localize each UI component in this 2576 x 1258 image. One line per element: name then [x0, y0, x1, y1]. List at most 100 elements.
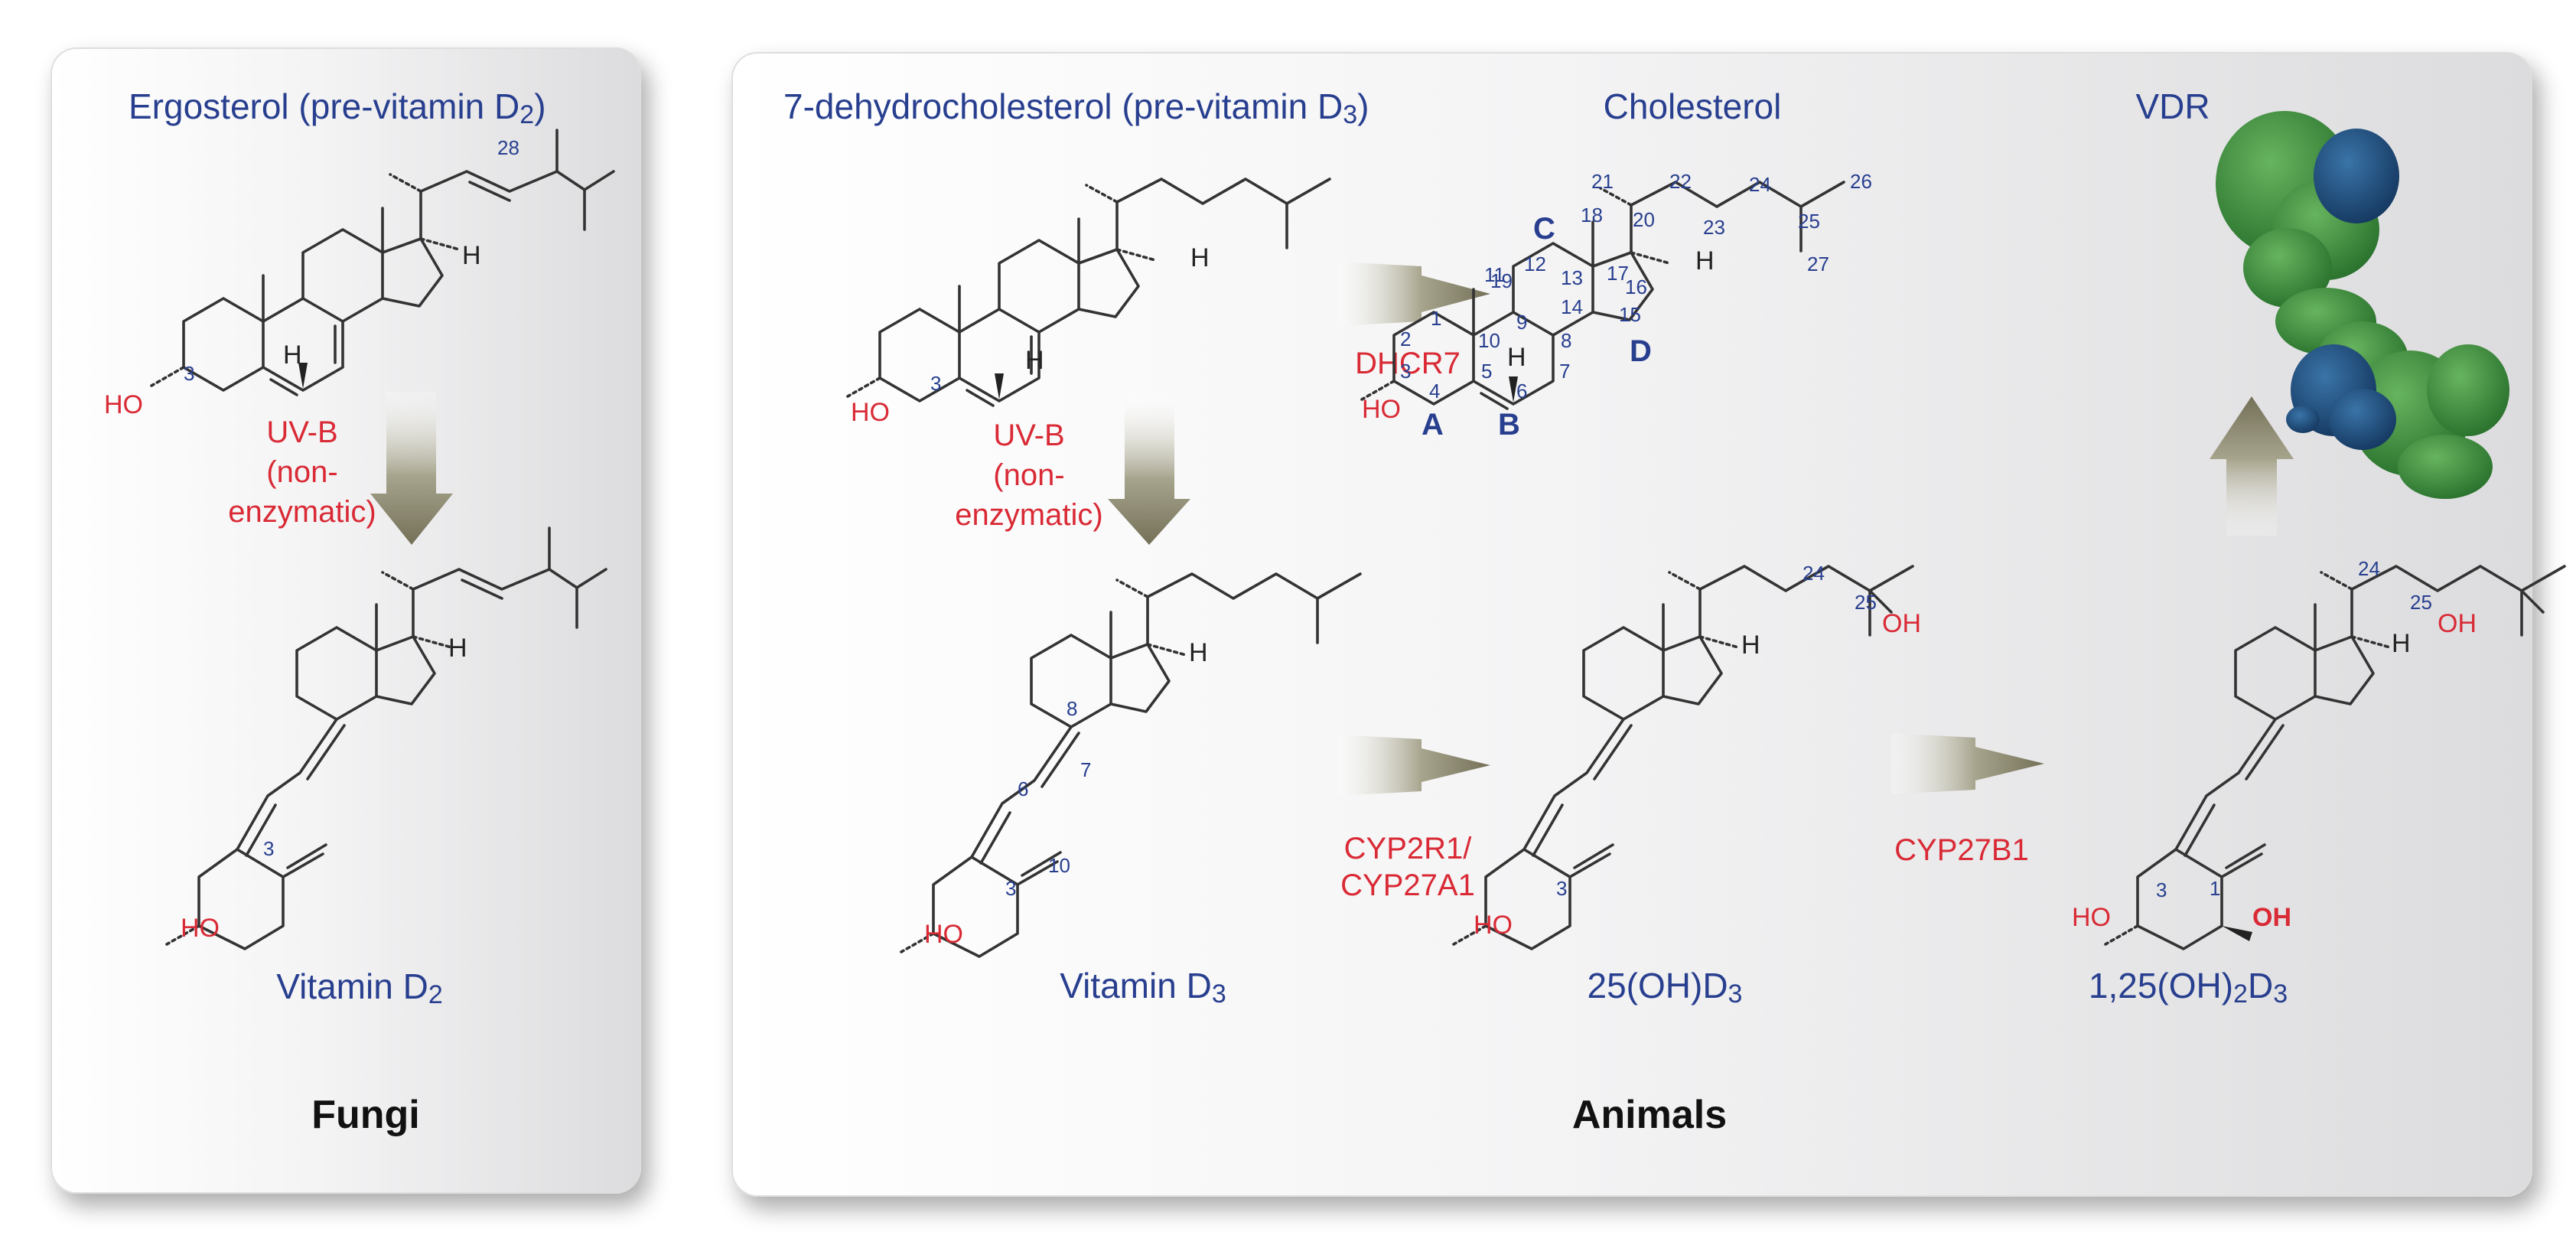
- hydroxyvitamin-d3-structure: [1452, 565, 1914, 950]
- vitamin-d2-hydrogen: H: [448, 634, 467, 663]
- hydroxyvitamin-d3-hydroxyl: HO: [1474, 911, 1513, 940]
- vitamin-d3-carbon-labels: 8 7 6 10 3: [1005, 697, 1091, 900]
- svg-text:13: 13: [1561, 266, 1583, 289]
- dehydrocholesterol-hydroxyl: HO: [851, 398, 890, 427]
- svg-text:7: 7: [1559, 360, 1570, 383]
- vdr-label: VDR: [2135, 86, 2210, 126]
- vitamin-d2-structure: [165, 526, 607, 950]
- svg-text:17: 17: [1607, 262, 1629, 285]
- cholesterol-hydrogen-17: H: [1695, 246, 1715, 275]
- dehydrocholesterol-carbon-3: 3: [930, 372, 941, 395]
- svg-text:enzymatic): enzymatic): [955, 498, 1102, 532]
- ergosterol-hydrogen-9: H: [283, 341, 302, 370]
- svg-text:12: 12: [1524, 253, 1546, 275]
- vitamin-d2-label: Vitamin D2: [276, 966, 442, 1009]
- svg-text:24: 24: [1749, 173, 1771, 196]
- calcitriol-label: 1,25(OH)2D3: [2089, 966, 2288, 1009]
- cyp27b1-enzyme: CYP27B1: [1894, 833, 2029, 867]
- calcitriol-hydrogen: H: [2392, 629, 2411, 658]
- cholesterol-ring-labels: A B C D: [1422, 212, 1652, 442]
- cholesterol-structure: [1360, 181, 1845, 410]
- calcitriol-oh-1: OH: [2252, 903, 2291, 932]
- vitamin-d2-carbon-3: 3: [263, 837, 274, 860]
- svg-text:(non-: (non-: [993, 458, 1064, 492]
- dehydrocholesterol-hydrogen-17: H: [1190, 243, 1210, 272]
- svg-text:A: A: [1422, 408, 1444, 442]
- svg-text:D: D: [1630, 334, 1652, 368]
- dhcr7-arrow: [1337, 262, 1490, 326]
- hydroxyvitamin-d3-label: 25(OH)D3: [1588, 966, 1743, 1009]
- svg-text:19: 19: [1490, 269, 1513, 292]
- fungi-uv-arrow: [370, 392, 453, 545]
- vitamin-d3-hydroxyl: HO: [924, 920, 963, 949]
- calcitriol-carbon-25: 25: [2410, 591, 2432, 614]
- cyp2r1-enzyme: CYP2R1/ CYP27A1: [1340, 832, 1475, 902]
- fungi-footer: Fungi: [311, 1093, 420, 1137]
- dhcr7-enzyme: DHCR7: [1355, 347, 1461, 380]
- svg-text:UV-B: UV-B: [993, 419, 1064, 452]
- svg-text:14: 14: [1561, 295, 1583, 318]
- fungi-panel: [50, 47, 641, 1194]
- calcitriol-carbon-1: 1: [2210, 877, 2220, 900]
- animals-uv-arrow: [1108, 398, 1190, 545]
- svg-text:2: 2: [1400, 328, 1411, 350]
- svg-text:UV-B: UV-B: [266, 416, 337, 449]
- calcitriol-structure: [2104, 565, 2566, 950]
- ergosterol-carbon-3: 3: [184, 362, 194, 385]
- svg-text:8: 8: [1067, 697, 1077, 720]
- hydroxyvitamin-d3-carbon-25: 25: [1855, 591, 1877, 614]
- vitamin-d3-structure: [900, 572, 1362, 958]
- hydroxyvitamin-d3-hydrogen: H: [1741, 631, 1760, 660]
- svg-text:16: 16: [1625, 275, 1647, 298]
- svg-text:enzymatic): enzymatic): [228, 495, 376, 529]
- svg-text:15: 15: [1619, 303, 1641, 326]
- cholesterol-title: Cholesterol: [1604, 86, 1782, 126]
- svg-text:3: 3: [1400, 360, 1411, 383]
- hydroxyvitamin-d3-carbon-24: 24: [1803, 562, 1825, 585]
- cholesterol-hydrogen-9: H: [1507, 343, 1526, 372]
- ergosterol-carbon-28: 28: [497, 136, 519, 159]
- svg-text:10: 10: [1048, 854, 1070, 877]
- calcitriol-carbon-24: 24: [2358, 557, 2380, 580]
- calcitriol-hydroxyl: HO: [2072, 903, 2111, 932]
- fungi-uvb-label: UV-B (non- enzymatic): [228, 416, 376, 529]
- svg-text:23: 23: [1703, 216, 1725, 239]
- svg-text:8: 8: [1561, 329, 1571, 352]
- svg-text:4: 4: [1429, 380, 1440, 402]
- ergosterol-hydrogen-17: H: [462, 241, 481, 270]
- svg-text:1: 1: [1431, 307, 1441, 330]
- ergosterol-title: Ergosterol (pre-vitamin D2): [129, 86, 546, 129]
- vdr-protein-image: [2216, 111, 2509, 499]
- cyp2r1-arrow: [1337, 735, 1490, 796]
- cholesterol-carbon-numbers: 1 2 3 4 5 6 7 8 9 10 11 12 13 14 15 16 1…: [1400, 170, 1872, 402]
- vitamin-d3-label: Vitamin D3: [1060, 966, 1226, 1009]
- svg-text:25: 25: [1798, 210, 1820, 233]
- svg-text:9: 9: [1516, 311, 1527, 334]
- svg-text:7: 7: [1080, 758, 1091, 781]
- svg-text:18: 18: [1581, 204, 1603, 227]
- calcitriol-carbon-3: 3: [2156, 878, 2167, 901]
- hydroxyvitamin-d3-oh-25: OH: [1882, 609, 1921, 638]
- svg-text:3: 3: [1005, 877, 1016, 900]
- dehydrocholesterol-structure: [846, 178, 1331, 407]
- cholesterol-hydroxyl: HO: [1362, 395, 1401, 424]
- vdr-binding-arrow: [2210, 396, 2294, 536]
- svg-text:20: 20: [1633, 208, 1655, 231]
- ergosterol-structure: [150, 129, 615, 396]
- animals-footer: Animals: [1572, 1093, 1727, 1137]
- vitamin-d2-hydroxyl: HO: [181, 914, 220, 943]
- svg-text:21: 21: [1591, 170, 1614, 193]
- svg-text:C: C: [1533, 212, 1555, 246]
- svg-text:6: 6: [1516, 380, 1527, 402]
- svg-text:10: 10: [1478, 329, 1500, 352]
- animals-uvb-label: UV-B (non- enzymatic): [955, 419, 1102, 532]
- cyp27b1-arrow: [1891, 733, 2044, 794]
- hydroxyvitamin-d3-carbon-3: 3: [1556, 877, 1567, 900]
- ergosterol-hydroxyl: HO: [104, 390, 143, 419]
- dehydrocholesterol-hydrogen-9: H: [1025, 346, 1044, 375]
- svg-text:22: 22: [1669, 170, 1692, 193]
- svg-text:CYP2R1/: CYP2R1/: [1344, 832, 1473, 865]
- dehydrocholesterol-title: 7-dehydrocholesterol (pre-vitamin D3): [783, 86, 1369, 129]
- svg-text:B: B: [1498, 408, 1520, 442]
